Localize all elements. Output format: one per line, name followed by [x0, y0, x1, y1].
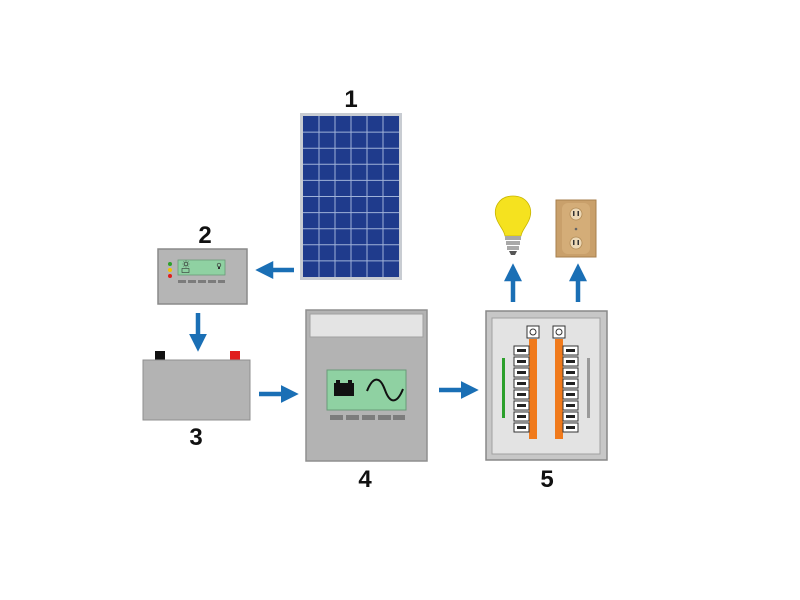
battery-icon	[142, 351, 251, 421]
breaker-rows	[513, 339, 579, 439]
label-breaker-panel: 5	[540, 466, 553, 493]
charge-controller-icon	[157, 248, 248, 305]
status-led-red-icon	[168, 274, 172, 278]
positive-terminal	[230, 351, 240, 361]
status-led-yellow-icon	[168, 268, 172, 272]
battery-symbol-icon	[181, 268, 190, 273]
inverter-top-cover	[309, 313, 424, 338]
label-charge-controller: 2	[198, 222, 211, 249]
sun-symbol-icon	[182, 260, 190, 268]
label-battery: 3	[189, 424, 202, 451]
inverter-buttons	[330, 415, 405, 420]
controller-buttons	[178, 280, 225, 283]
ac-sine-wave-icon	[366, 378, 404, 402]
negative-terminal	[155, 351, 165, 361]
light-bulb-icon	[495, 195, 531, 255]
ground-bar	[502, 358, 505, 418]
inverter-icon	[305, 309, 428, 462]
main-breakers	[526, 325, 566, 339]
breaker-panel-icon	[485, 310, 608, 461]
controller-display	[177, 259, 226, 276]
status-led-green-icon	[168, 262, 172, 266]
neutral-bar	[587, 358, 590, 418]
label-solar-panel: 1	[344, 86, 357, 113]
solar-panel-icon	[300, 113, 402, 280]
dc-battery-symbol-icon	[334, 380, 354, 396]
outlet-icon	[555, 199, 597, 258]
label-inverter: 4	[358, 466, 372, 493]
bulb-symbol-icon	[216, 262, 222, 269]
